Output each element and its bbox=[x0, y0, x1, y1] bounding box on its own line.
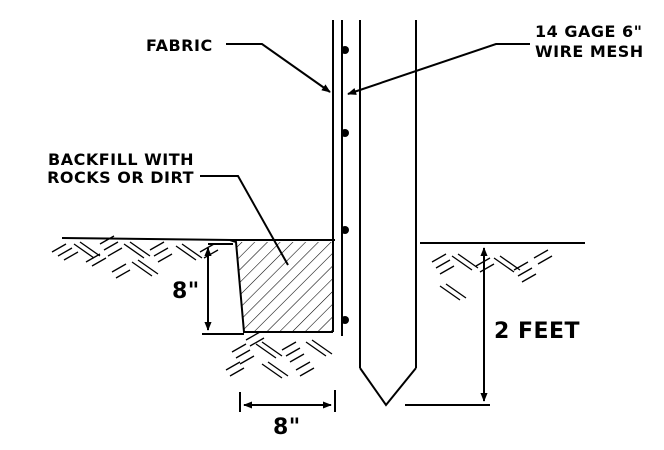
soil-hatch bbox=[51, 235, 553, 379]
backfill-label-line2: ROCKS OR DIRT bbox=[47, 168, 194, 187]
fabric-and-mesh bbox=[332, 20, 343, 336]
backfill-label-line1: BACKFILL WITH bbox=[48, 150, 194, 169]
leader-lines bbox=[200, 43, 530, 266]
fabric-label: FABRIC bbox=[146, 36, 213, 55]
trench bbox=[229, 239, 333, 333]
trench-width-label: 8" bbox=[273, 415, 301, 440]
trench-depth-label: 8" bbox=[172, 279, 200, 304]
mesh-dots bbox=[341, 46, 349, 324]
wire-mesh-label-line2: WIRE MESH bbox=[535, 42, 644, 61]
dim-trench-width bbox=[239, 390, 336, 412]
wire-mesh-label-line1: 14 GAGE 6" bbox=[535, 22, 643, 41]
fence-post bbox=[359, 20, 417, 407]
dim-post-depth bbox=[405, 247, 490, 406]
post-depth-label: 2 FEET bbox=[494, 319, 581, 344]
dim-trench-depth bbox=[202, 243, 244, 335]
